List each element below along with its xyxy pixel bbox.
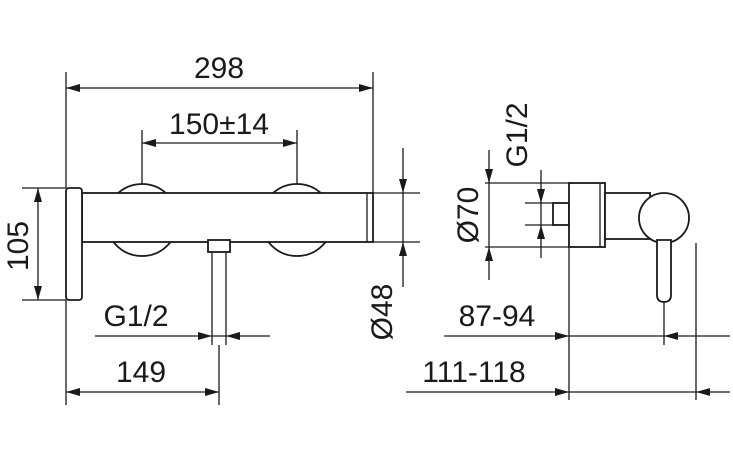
body-side-circle (638, 192, 690, 244)
dim-depth-max: 111-118 (422, 356, 525, 389)
dim-rosette-diameter: Ø70 (452, 187, 485, 244)
dim-depth-min: 87-94 (459, 300, 536, 333)
dim-centers: 150±14 (169, 108, 269, 141)
dim-overall-width: 298 (194, 52, 244, 85)
inlet-connector (552, 202, 570, 226)
dim-height: 105 (2, 221, 35, 271)
front-view: 298 150±14 105 Ø48 G1/2 149 (2, 52, 420, 405)
dim-outlet-thread: G1/2 (103, 300, 168, 333)
lever-side (656, 239, 672, 303)
mixer-body (81, 192, 374, 243)
dim-inlet-thread: G1/2 (501, 102, 534, 167)
dim-body-diameter: Ø48 (366, 284, 399, 341)
dim-outlet-offset: 149 (116, 356, 166, 389)
side-view: G1/2 Ø70 87-94 111-118 (406, 102, 730, 400)
outlet-nut (207, 239, 231, 253)
lever-handle (65, 187, 83, 301)
